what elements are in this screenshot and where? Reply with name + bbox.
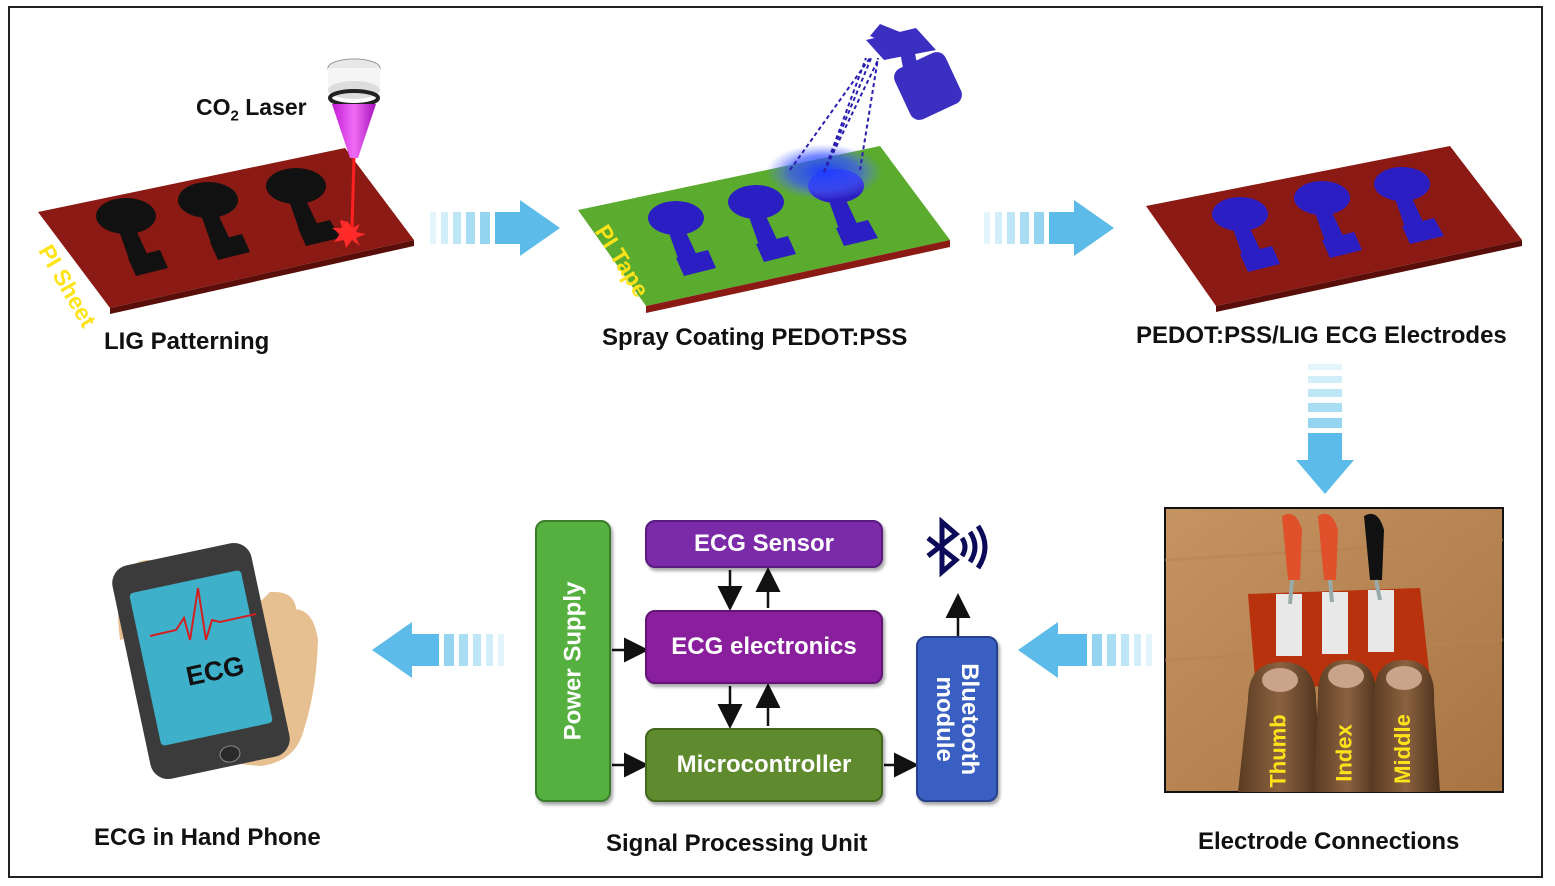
pi-tape-step bbox=[578, 24, 962, 313]
figure-frame bbox=[8, 6, 1543, 878]
pedot-electrode bbox=[648, 201, 716, 276]
finger-label-index: Index bbox=[1331, 724, 1357, 782]
ecg-electronics-block: ECG electronics bbox=[645, 610, 883, 684]
middle-finger bbox=[1372, 660, 1440, 792]
pedot-lig-electrode bbox=[1374, 167, 1444, 244]
arrow-right-2 bbox=[984, 200, 1114, 256]
pi-tape-edge bbox=[646, 240, 950, 313]
signal-processing-caption: Signal Processing Unit bbox=[606, 830, 868, 857]
ecg-sensor-label: ECG Sensor bbox=[693, 530, 835, 557]
ecg-sensor-block: ECG Sensor bbox=[645, 520, 883, 568]
co2-laser-label: CO2 Laser bbox=[196, 94, 307, 125]
alligator-clip bbox=[1318, 513, 1338, 603]
index-finger bbox=[1314, 660, 1380, 792]
pedot-lig-electrode bbox=[1294, 181, 1362, 258]
power-supply-block: Power Supply bbox=[535, 520, 611, 802]
lig-electrode bbox=[178, 182, 250, 260]
spray-coating-caption: Spray Coating PEDOT:PSS bbox=[602, 324, 908, 351]
arrow-right-1 bbox=[430, 200, 560, 256]
alligator-clip bbox=[1282, 513, 1302, 605]
arrow-left-1 bbox=[1018, 622, 1152, 678]
thumb-finger bbox=[1238, 662, 1322, 792]
phone-screen bbox=[129, 570, 273, 746]
microcontroller-block: Microcontroller bbox=[645, 728, 883, 802]
co2-laser-icon bbox=[327, 58, 381, 229]
phone-caption: ECG in Hand Phone bbox=[94, 824, 321, 851]
electrode-connections-caption: Electrode Connections bbox=[1198, 828, 1460, 855]
lig-patterning-caption: LIG Patterning bbox=[104, 328, 270, 355]
phone-in-hand-icon bbox=[112, 542, 318, 780]
finger-label-middle: Middle bbox=[1389, 714, 1415, 784]
electrode-photo bbox=[1164, 507, 1504, 793]
pi-sheet-step bbox=[38, 58, 414, 314]
laser-spark bbox=[332, 220, 366, 248]
bluetooth-icon bbox=[926, 516, 988, 578]
arrow-left-2 bbox=[372, 622, 504, 678]
bluetooth-module-label: Bluetooth module bbox=[931, 663, 984, 775]
pedot-electrode bbox=[728, 185, 796, 262]
power-supply-label: Power Supply bbox=[559, 581, 587, 741]
bluetooth-module-block: Bluetooth module bbox=[916, 636, 998, 802]
lig-electrode bbox=[266, 168, 340, 246]
ecg-electronics-label: ECG electronics bbox=[671, 633, 857, 660]
finger-label-thumb: Thumb bbox=[1265, 714, 1291, 788]
spray-gun-icon bbox=[789, 24, 962, 173]
pi-sheet-edge bbox=[110, 240, 414, 314]
ecg-waveform bbox=[149, 587, 257, 641]
final-electrodes bbox=[1146, 146, 1522, 312]
microcontroller-label: Microcontroller bbox=[676, 751, 852, 778]
pedot-lig-electrode bbox=[1212, 197, 1280, 272]
arrow-down bbox=[1296, 364, 1354, 494]
electrodes-caption: PEDOT:PSS/LIG ECG Electrodes bbox=[1136, 322, 1507, 349]
block-connectors bbox=[612, 567, 971, 778]
lig-electrode bbox=[96, 198, 168, 276]
alligator-clip bbox=[1364, 513, 1384, 601]
